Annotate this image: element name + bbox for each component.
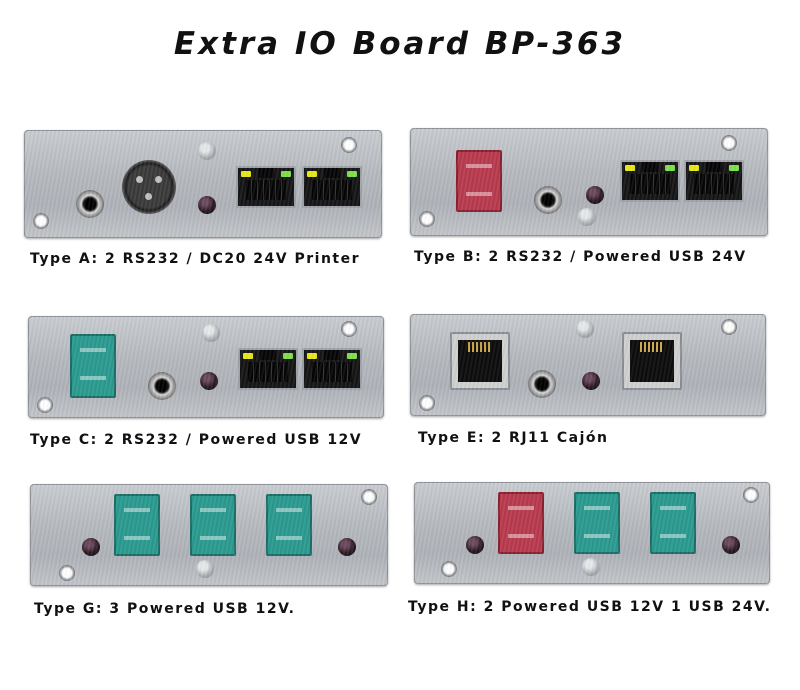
caption-type-e: Type E: 2 RJ11 Cajón bbox=[418, 430, 609, 446]
screw-stud bbox=[578, 208, 596, 226]
status-led bbox=[466, 536, 484, 554]
mount-hole bbox=[342, 322, 356, 336]
status-led bbox=[198, 196, 216, 214]
rs232-port bbox=[684, 160, 744, 202]
caption-type-g: Type G: 3 Powered USB 12V. bbox=[34, 601, 296, 617]
powered-usb-12v-port bbox=[190, 494, 236, 556]
audio-jack-port bbox=[534, 186, 562, 214]
page-title: Extra IO Board BP-363 bbox=[173, 26, 627, 62]
mount-hole bbox=[420, 396, 434, 410]
screw-stud bbox=[582, 558, 600, 576]
mount-hole bbox=[362, 490, 376, 504]
board-panel-type-c bbox=[28, 316, 384, 418]
mount-hole bbox=[722, 136, 736, 150]
rs232-port bbox=[620, 160, 680, 202]
powered-usb-12v-port bbox=[114, 494, 160, 556]
status-led bbox=[338, 538, 356, 556]
board-panel-type-a bbox=[24, 130, 382, 238]
audio-jack-port bbox=[76, 190, 104, 218]
mount-hole bbox=[744, 488, 758, 502]
board-panel-type-h bbox=[414, 482, 770, 584]
rj11-cash-drawer-port bbox=[622, 332, 682, 390]
dc20-printer-port bbox=[122, 160, 176, 214]
powered-usb-12v-port bbox=[650, 492, 696, 554]
mount-hole bbox=[442, 562, 456, 576]
rs232-port bbox=[302, 348, 362, 390]
screw-stud bbox=[198, 142, 216, 160]
screw-stud bbox=[576, 320, 594, 338]
status-led bbox=[582, 372, 600, 390]
mount-hole bbox=[722, 320, 736, 334]
audio-jack-port bbox=[148, 372, 176, 400]
rs232-port bbox=[238, 348, 298, 390]
board-panel-type-g bbox=[30, 484, 388, 586]
caption-type-h: Type H: 2 Powered USB 12V 1 USB 24V. bbox=[408, 599, 772, 615]
rj11-cash-drawer-port bbox=[450, 332, 510, 390]
mount-hole bbox=[60, 566, 74, 580]
screw-stud bbox=[196, 560, 214, 578]
caption-type-c: Type C: 2 RS232 / Powered USB 12V bbox=[30, 432, 363, 448]
caption-type-b: Type B: 2 RS232 / Powered USB 24V bbox=[414, 249, 747, 265]
screw-stud bbox=[202, 324, 220, 342]
mount-hole bbox=[342, 138, 356, 152]
board-panel-type-e bbox=[410, 314, 766, 416]
powered-usb-24v-port bbox=[498, 492, 544, 554]
rs232-port bbox=[236, 166, 296, 208]
board-panel-type-b bbox=[410, 128, 768, 236]
powered-usb-12v-port bbox=[574, 492, 620, 554]
audio-jack-port bbox=[528, 370, 556, 398]
powered-usb-12v-port bbox=[266, 494, 312, 556]
powered-usb-12v-port bbox=[70, 334, 116, 398]
powered-usb-24v-port bbox=[456, 150, 502, 212]
rs232-port bbox=[302, 166, 362, 208]
mount-hole bbox=[38, 398, 52, 412]
caption-type-a: Type A: 2 RS232 / DC20 24V Printer bbox=[30, 251, 361, 267]
mount-hole bbox=[34, 214, 48, 228]
status-led bbox=[586, 186, 604, 204]
status-led bbox=[82, 538, 100, 556]
status-led bbox=[200, 372, 218, 390]
mount-hole bbox=[420, 212, 434, 226]
status-led bbox=[722, 536, 740, 554]
